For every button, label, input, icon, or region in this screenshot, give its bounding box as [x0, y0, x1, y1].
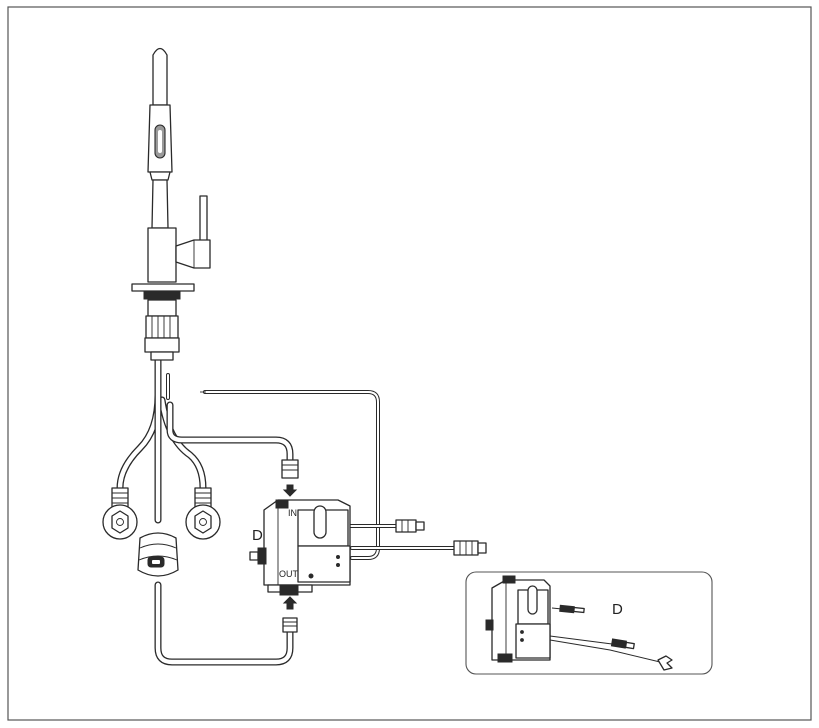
mixed-water-hose: [166, 401, 294, 466]
pull-out-spray-hose: [154, 351, 294, 666]
arrow-up-icon: [282, 596, 298, 610]
hot-water-connector: [102, 487, 138, 540]
outer-frame: [7, 6, 812, 721]
inlet-label: IN: [288, 508, 297, 518]
sensor-cable: [166, 373, 380, 560]
solenoid-slot: [313, 505, 327, 539]
handle-hub: [175, 239, 211, 269]
spout-tip: [152, 47, 168, 106]
hose-weight: [137, 532, 179, 577]
faucet-body: [147, 227, 177, 283]
inset-solenoid-slot: [527, 585, 538, 615]
battery-plug: [257, 547, 267, 565]
faucet: [131, 47, 211, 361]
control-box-label: D: [252, 527, 263, 544]
hot-supply-hose: [116, 356, 162, 492]
shank: [147, 299, 177, 317]
mount-nut: [143, 290, 181, 300]
inlet-fitting: [281, 459, 299, 497]
control-box: IN OUT D: [249, 499, 351, 596]
arrow-down-icon: [282, 484, 298, 497]
sensor-plug: [395, 519, 425, 533]
outlet-label: OUT: [279, 569, 299, 579]
faucet-neck: [151, 179, 169, 229]
power-cable: [348, 524, 456, 550]
handle-lever: [199, 195, 208, 245]
deck-flange: [131, 283, 195, 292]
inset-control-box-label: D: [612, 601, 623, 618]
cold-water-connector: [185, 487, 221, 540]
power-plug: [453, 540, 487, 556]
outlet-fitting: [282, 596, 298, 633]
mount-nut-lower: [145, 315, 179, 339]
inset-detail: D: [465, 571, 713, 675]
